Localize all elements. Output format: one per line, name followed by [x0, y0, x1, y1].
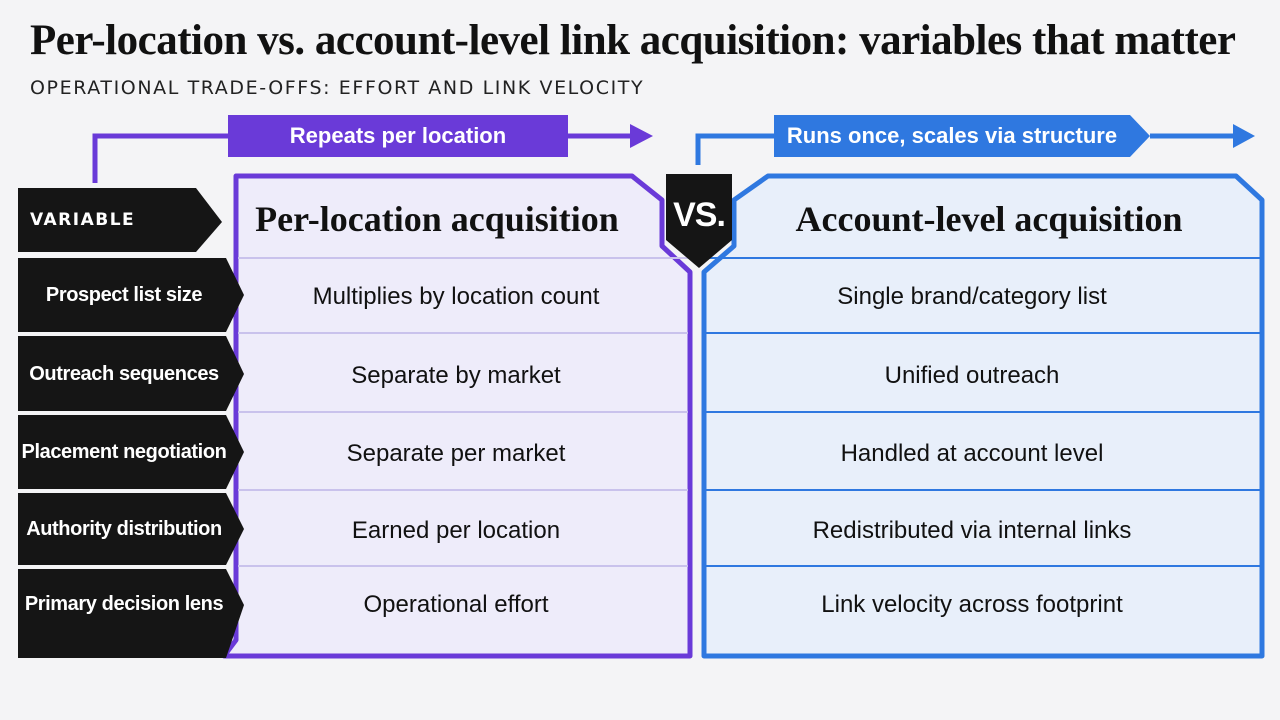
- left-panel: [221, 173, 693, 659]
- row-label-bg-5: [18, 569, 244, 658]
- page-subtitle: OPERATIONAL TRADE-OFFS: EFFORT AND LINK …: [30, 77, 645, 99]
- cell-account-level: Redistributed via internal links: [812, 517, 1132, 544]
- purple-flow-line: [92, 133, 228, 183]
- blue-banner-bg: [774, 115, 1150, 157]
- row-label-bg-3: [18, 415, 244, 489]
- column-header-per-location: Per-location acquisition: [255, 199, 619, 239]
- cell-per-location: Separate per market: [346, 440, 566, 467]
- blue-flow-line: [695, 133, 774, 165]
- cell-account-level: Unified outreach: [884, 362, 1060, 389]
- row-label-authority-distribution: Authority distribution: [26, 518, 222, 540]
- column-header-account-level: Account-level acquisition: [795, 199, 1183, 239]
- cell-per-location: Earned per location: [351, 517, 561, 544]
- banner-account-level: Runs once, scales via structure: [786, 123, 1118, 148]
- right-panel: [701, 173, 1265, 659]
- purple-arrow-icon: [630, 124, 653, 148]
- row-label-bg-2: [18, 336, 244, 411]
- cell-account-level: Handled at account level: [840, 440, 1104, 467]
- row-label-outreach-sequences: Outreach sequences: [29, 363, 219, 385]
- cell-account-level: Single brand/category list: [837, 283, 1107, 310]
- row-label-bg-4: [18, 493, 244, 565]
- page-title: Per-location vs. account-level link acqu…: [30, 17, 1236, 64]
- vs-badge: [666, 174, 732, 268]
- banner-per-location: Repeats per location: [289, 123, 507, 148]
- cell-per-location: Separate by market: [351, 362, 561, 389]
- variable-header-bg: [18, 188, 222, 252]
- purple-banner-bg: [228, 115, 568, 157]
- cell-per-location: Operational effort: [363, 591, 549, 618]
- vs-label: VS.: [673, 196, 726, 234]
- cell-account-level: Link velocity across footprint: [821, 591, 1123, 618]
- variable-header: VARIABLE: [30, 210, 136, 230]
- row-label-prospect-list-size: Prospect list size: [45, 284, 203, 306]
- left-row-separators: [238, 257, 688, 567]
- blue-arrow-icon: [1233, 124, 1255, 148]
- row-label-bg-1: [18, 258, 244, 332]
- cell-per-location: Multiplies by location count: [312, 283, 600, 310]
- row-label-placement-negotiation: Placement negotiation: [21, 441, 227, 463]
- row-label-primary-decision-lens: Primary decision lens: [24, 593, 224, 615]
- right-row-separators: [706, 257, 1260, 567]
